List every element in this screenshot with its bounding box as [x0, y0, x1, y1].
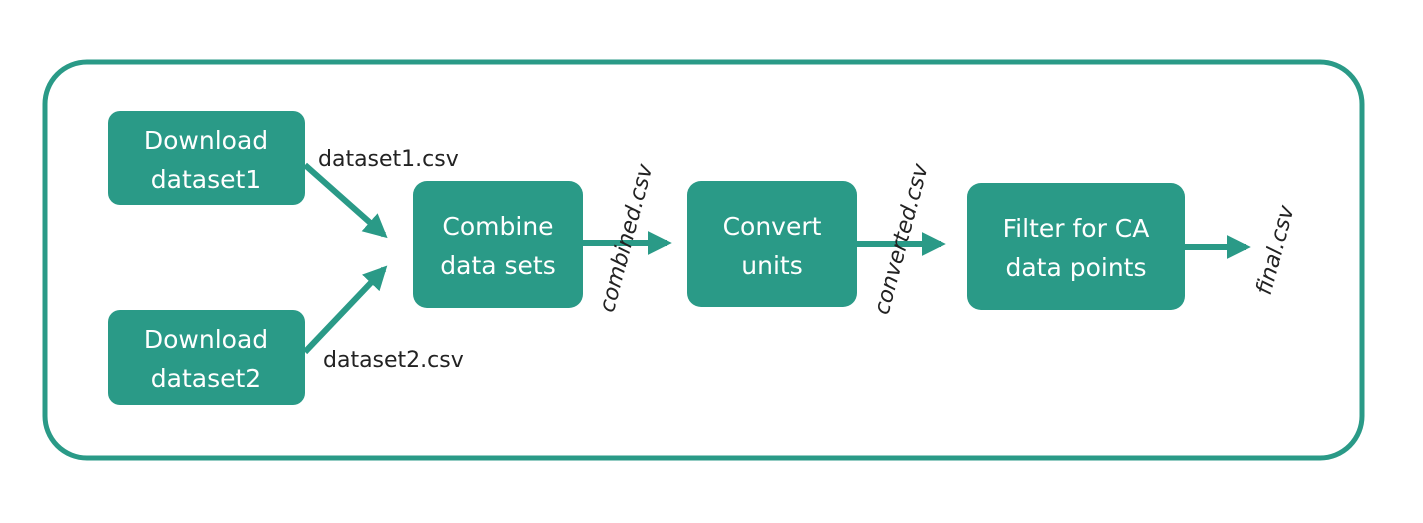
node-filter: Filter for CA data points — [967, 183, 1185, 310]
node-convert-box — [687, 181, 857, 307]
node-filter-line2: data points — [1005, 253, 1146, 282]
node-combine: Combine data sets — [413, 181, 583, 308]
arrow-download2-to-combine — [302, 265, 388, 355]
edge-label-dataset1: dataset1.csv — [318, 147, 459, 172]
node-filter-line1: Filter for CA — [1003, 214, 1150, 243]
node-convert-line2: units — [741, 251, 802, 280]
arrow-download1-to-combine — [303, 162, 388, 239]
node-convert-line1: Convert — [723, 212, 822, 241]
node-download-dataset1-line2: dataset1 — [151, 165, 261, 194]
node-download-dataset2-line2: dataset2 — [151, 364, 261, 393]
node-download-dataset1: Download dataset1 — [108, 111, 305, 205]
node-download-dataset2-line1: Download — [144, 325, 268, 354]
node-combine-line2: data sets — [440, 251, 556, 280]
outer-frame — [42, 59, 1365, 461]
node-combine-line1: Combine — [442, 212, 553, 241]
node-download-dataset2: Download dataset2 — [108, 310, 305, 405]
edge-label-dataset2: dataset2.csv — [323, 348, 464, 373]
node-download-dataset1-line1: Download — [144, 126, 268, 155]
edge-label-final: final.csv — [1252, 202, 1300, 298]
node-convert: Convert units — [687, 181, 857, 307]
edge-label-converted: converted.csv — [870, 160, 934, 317]
node-filter-box — [967, 183, 1185, 310]
node-download-dataset2-box — [108, 310, 305, 405]
node-download-dataset1-box — [108, 111, 305, 205]
edge-label-combined: combined.csv — [595, 161, 659, 315]
node-combine-box — [413, 181, 583, 308]
